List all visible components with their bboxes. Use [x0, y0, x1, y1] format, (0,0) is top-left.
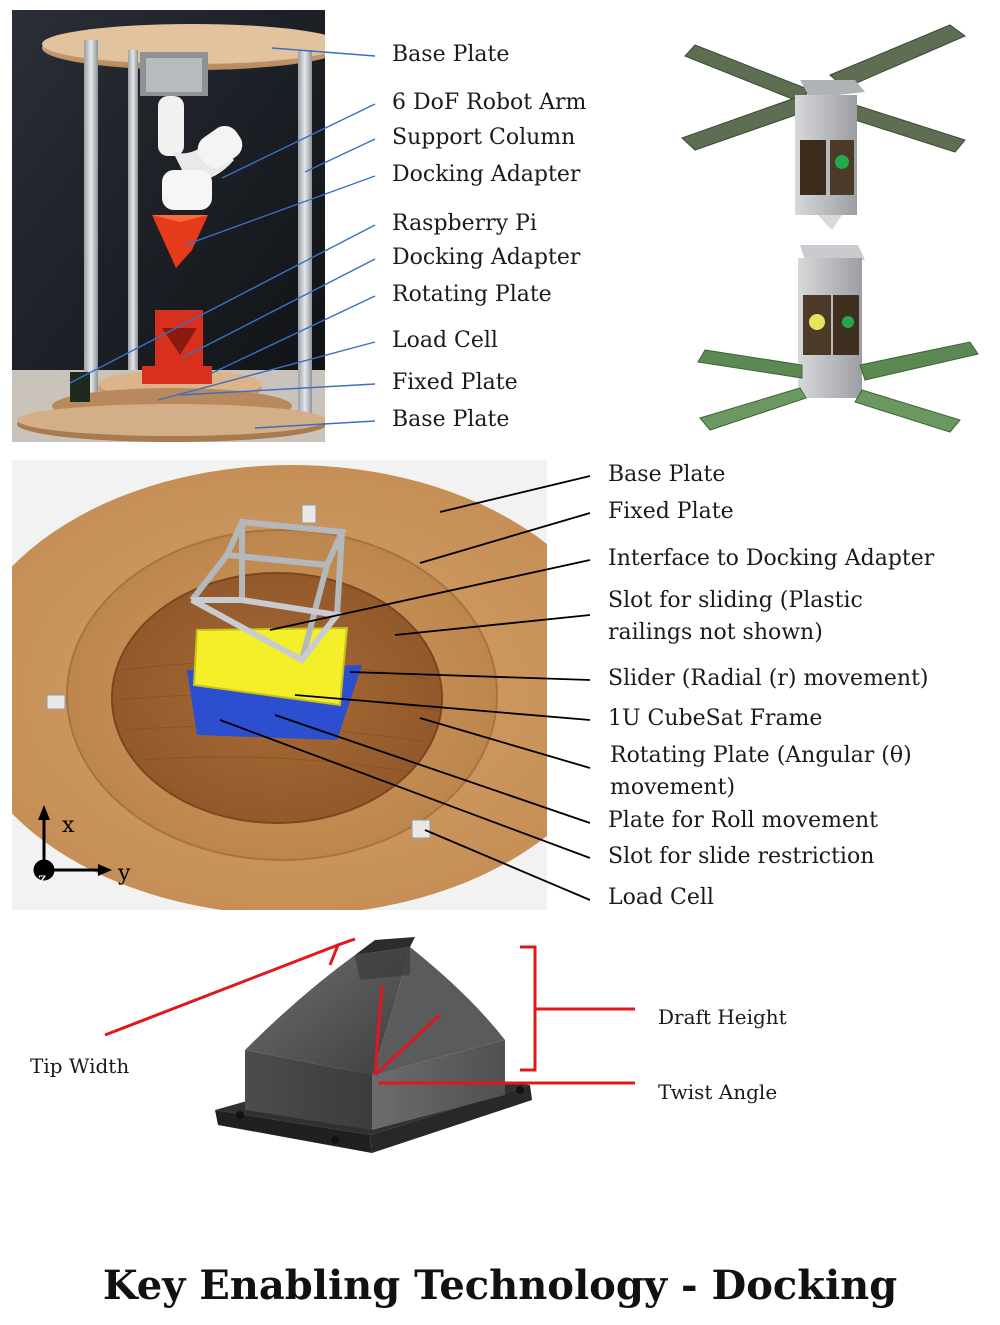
adapter-body-right	[372, 1040, 505, 1130]
testbed-photo	[12, 10, 325, 442]
label-docking-adapter-lower: Docking Adapter	[392, 245, 581, 270]
label-cubesat-frame: 1U CubeSat Frame	[608, 706, 823, 731]
axis-label-x: x	[62, 813, 75, 838]
label-tip-width: Tip Width	[30, 1054, 129, 1078]
label-support-column: Support Column	[392, 125, 576, 150]
page-title: Key Enabling Technology - Docking	[102, 1262, 898, 1309]
label-slot-sliding: Slot for sliding (Plastic railings not s…	[608, 588, 863, 645]
label-raspberry-pi: Raspberry Pi	[392, 211, 537, 236]
label-draft-height: Draft Height	[658, 1005, 787, 1029]
axis-label-y: y	[117, 861, 131, 886]
label-twist-angle: Twist Angle	[658, 1080, 777, 1104]
label-fixed-plate-mid: Fixed Plate	[608, 499, 734, 524]
label-load-cell-mid: Load Cell	[608, 885, 714, 910]
chaser-cubesat	[681, 24, 966, 230]
label-base-plate-mid: Base Plate	[608, 462, 726, 487]
label-slider: Slider (Radial (r) movement)	[608, 666, 929, 691]
docking-adapter-render: Tip Width Draft Height Twist Angle	[30, 937, 787, 1153]
label-interface-docking-adapter: Interface to Docking Adapter	[608, 546, 935, 571]
platform-leader-lines	[219, 475, 591, 901]
upper-docking-adapter	[152, 215, 208, 268]
support-column	[84, 40, 98, 420]
label-slot-restriction: Slot for slide restriction	[608, 844, 875, 869]
adapter-body-left	[245, 1050, 372, 1130]
label-fixed-plate-top: Fixed Plate	[392, 370, 518, 395]
raspberry-pi	[70, 372, 90, 402]
target-cubesat	[697, 245, 979, 433]
axis-indicator	[33, 805, 112, 881]
label-base-plate-top: Base Plate	[392, 42, 510, 67]
label-base-plate-bottom: Base Plate	[392, 407, 510, 432]
robot-arm	[158, 96, 243, 210]
label-roll-plate: Plate for Roll movement	[608, 808, 879, 833]
platform-render: x y z	[12, 460, 547, 910]
label-rotating-plate-mid: Rotating Plate (Angular (θ) movement)	[610, 743, 912, 800]
label-robot-arm: 6 DoF Robot Arm	[392, 90, 587, 115]
cubesat-docking-render	[681, 24, 979, 433]
axis-label-z: z	[38, 869, 46, 888]
label-load-cell-top: Load Cell	[392, 328, 498, 353]
label-docking-adapter-upper: Docking Adapter	[392, 162, 581, 187]
testbed-leader-lines	[69, 47, 376, 429]
label-rotating-plate-top: Rotating Plate	[392, 282, 552, 307]
